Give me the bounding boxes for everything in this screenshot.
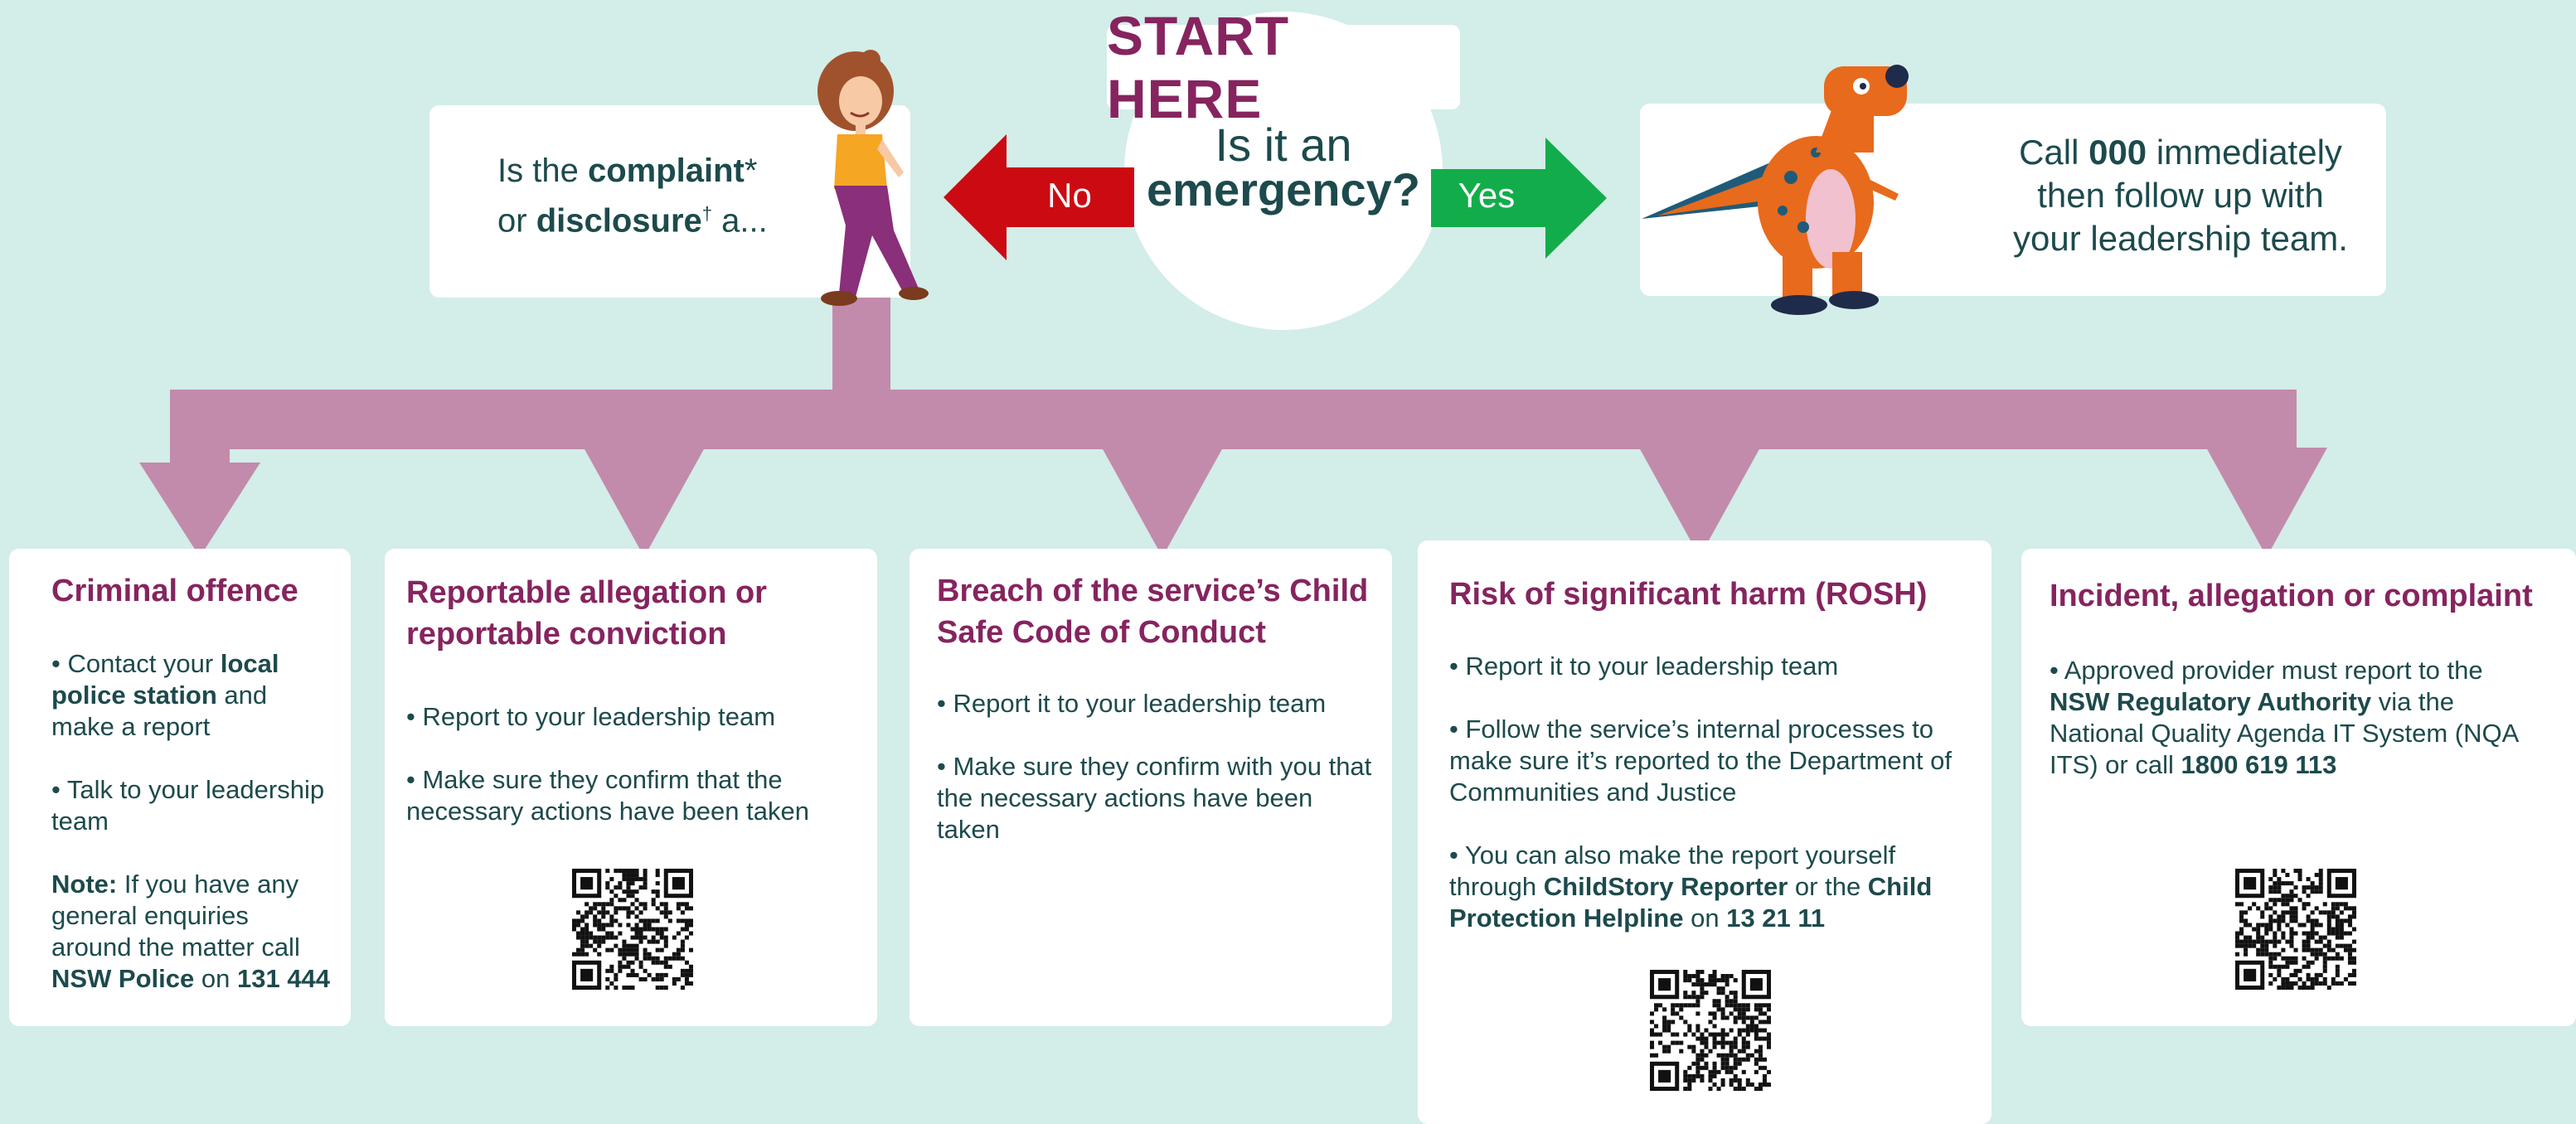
qr-code-icon[interactable] bbox=[1650, 970, 1771, 1091]
card-body: • Contact your local police station and … bbox=[51, 649, 331, 993]
emergency-question-line1: Is it an bbox=[1215, 119, 1352, 171]
card-body: • Report it to your leadership team • Fo… bbox=[1449, 652, 1952, 933]
no-label: No bbox=[1047, 176, 1092, 215]
dinosaur-illustration bbox=[1642, 65, 1909, 315]
no-arrow bbox=[944, 134, 1134, 260]
start-here-label: START HERE bbox=[1107, 5, 1460, 129]
yes-arrow bbox=[1431, 138, 1607, 259]
question-box bbox=[429, 105, 910, 298]
card-title: Breach of the service’s Child Safe Code … bbox=[937, 574, 1369, 650]
card-title: Incident, allegation or complaint bbox=[2050, 579, 2533, 613]
card-criminal-offence bbox=[9, 549, 351, 1026]
card-title: Criminal offence bbox=[51, 574, 298, 608]
card-body: • Report to your leadership team • Make … bbox=[406, 702, 809, 826]
qr-code-icon[interactable] bbox=[2235, 869, 2356, 990]
card-title: Risk of significant harm (ROSH) bbox=[1449, 577, 1928, 612]
card-body: • Report it to your leadership team • Ma… bbox=[937, 689, 1372, 844]
qr-code-icon[interactable] bbox=[572, 869, 693, 990]
question-text: Is the complaint* or disclosure† a... bbox=[497, 153, 768, 240]
card-title: Reportable allegation or reportable conv… bbox=[406, 575, 767, 652]
card-code-of-conduct-breach bbox=[910, 549, 1392, 1026]
emergency-instructions: Call 000 immediately then follow up with… bbox=[2013, 133, 2348, 258]
emergency-question-line2: emergency? bbox=[1147, 163, 1420, 216]
yes-label: Yes bbox=[1458, 176, 1516, 215]
woman-walking-illustration bbox=[817, 50, 929, 306]
card-body: • Approved provider must report to the N… bbox=[2050, 656, 2518, 779]
